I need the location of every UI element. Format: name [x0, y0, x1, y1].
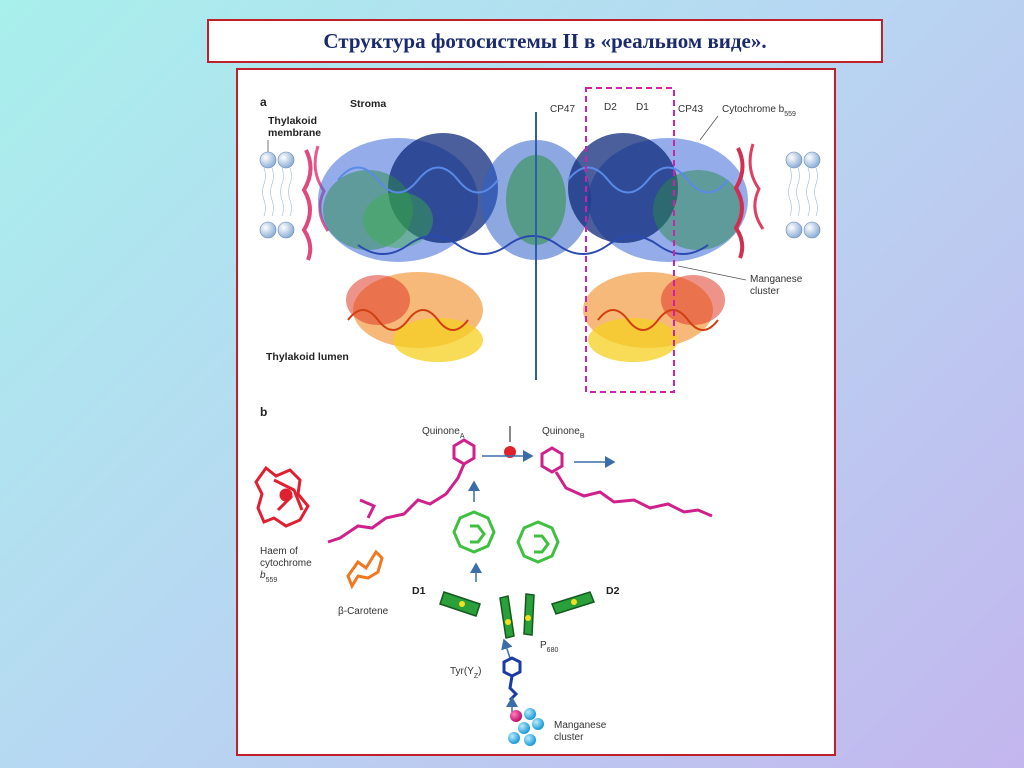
- quinone-a-molecule: [327, 438, 476, 544]
- slide-title: Структура фотосистемы II в «реальном вид…: [323, 28, 767, 53]
- slide-title-box: Структура фотосистемы II в «реальном вид…: [207, 19, 883, 63]
- d1-label-b: D1: [412, 585, 426, 597]
- d2-label-b: D2: [606, 585, 620, 597]
- panel-a-label: a: [260, 95, 267, 109]
- cp43-label: CP43: [678, 104, 703, 115]
- thylakoid-lumen-label: Thylakoid lumen: [266, 351, 349, 363]
- beta-carotene-molecule: [346, 549, 384, 590]
- thylakoid-membrane-label-1: Thylakoid: [268, 115, 317, 127]
- figure-frame: a Stroma Thylakoid membrane: [236, 68, 836, 756]
- arrow-tyr-to-p680: [501, 638, 513, 659]
- manganese-label-b-1: Manganese: [554, 720, 607, 731]
- lipid-bilayer-left: [259, 151, 295, 239]
- protein-complex-ribbons: [301, 133, 765, 362]
- haem-label-3: b559: [260, 570, 277, 584]
- carotene-label: β-Carotene: [338, 606, 389, 617]
- tyr-label: Tyr(YZ): [450, 666, 482, 680]
- haem-molecule: [254, 465, 310, 528]
- manganese-cluster: [508, 708, 544, 746]
- d1-d2-highlight-box: [585, 87, 675, 393]
- cytochrome-label: Cytochrome b559: [722, 104, 796, 118]
- quinone-b-molecule: [540, 446, 713, 518]
- cp47-label: CP47: [550, 104, 575, 115]
- lipid-bilayer-right: [785, 151, 821, 239]
- stroma-label: Stroma: [350, 98, 386, 110]
- haem-label-1: Haem of: [260, 546, 298, 557]
- pheophytin-d2: [516, 520, 560, 564]
- tyrosine-z-molecule: [502, 656, 522, 702]
- photosystem-figure: a Stroma Thylakoid membrane: [254, 87, 821, 746]
- d2-label-a: D2: [604, 102, 617, 113]
- thylakoid-membrane-label-2: membrane: [268, 127, 321, 139]
- iron-atom: [504, 426, 516, 458]
- pheophytin-d1: [452, 510, 496, 554]
- manganese-label-b-2: cluster: [554, 732, 584, 743]
- p680-label: P680: [540, 640, 558, 654]
- quinone-b-label: QuinoneB: [542, 426, 585, 440]
- panel-b-label: b: [260, 405, 267, 419]
- quinone-a-label: QuinoneA: [422, 426, 465, 440]
- manganese-label-a-2: cluster: [750, 286, 780, 297]
- manganese-label-a-1: Manganese: [750, 274, 803, 285]
- p680-chlorophylls: [439, 591, 595, 639]
- haem-label-2: cytochrome: [260, 558, 312, 569]
- d1-label-a: D1: [636, 102, 649, 113]
